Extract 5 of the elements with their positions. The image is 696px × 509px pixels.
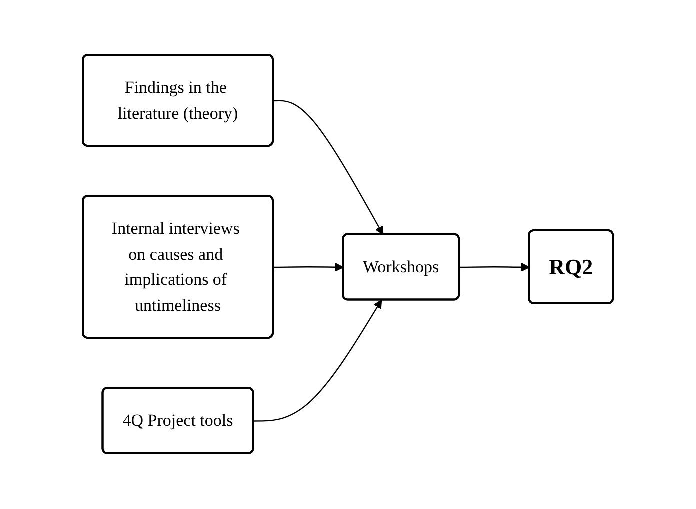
arrow xyxy=(273,100,384,236)
arrow xyxy=(254,300,382,422)
arrow xyxy=(273,263,344,272)
arrow xyxy=(460,263,530,272)
node-text: Internal interviews on causes and implications of untimeliness xyxy=(112,219,240,315)
